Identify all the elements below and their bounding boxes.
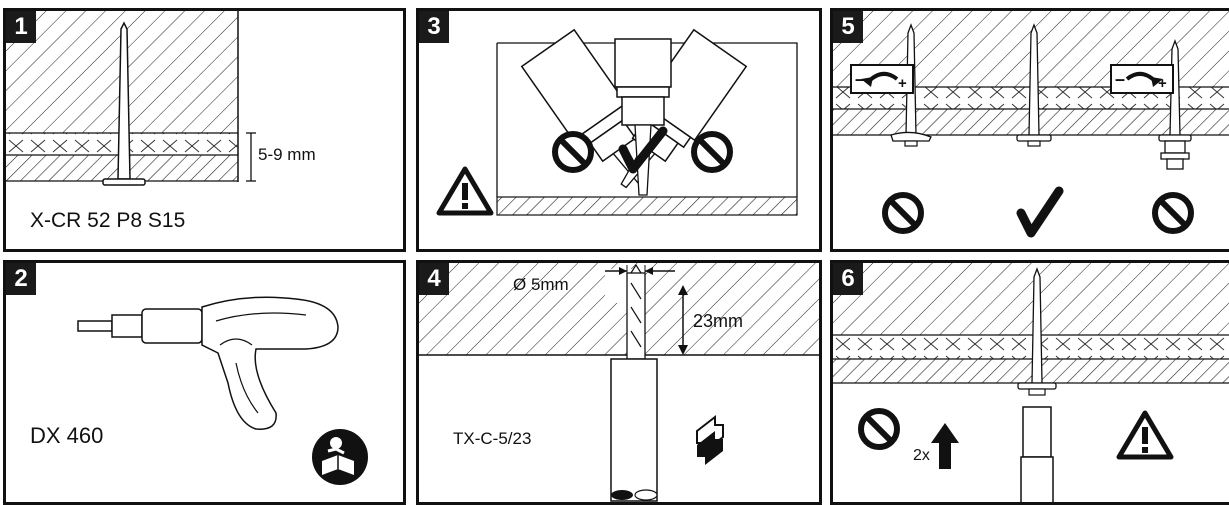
panel-1: 1 5-9 mm X-CR 52 P8 S15 [3,8,406,252]
nail-cross-section-diagram [6,11,256,186]
plus-sign: + [898,75,907,92]
base-material [496,196,798,216]
step-number: 2 [6,263,36,295]
panel-3: 3 [416,8,822,252]
nail-washer [102,178,146,186]
step-number: 5 [833,11,863,43]
read-manual-icon [312,429,368,485]
depth-label: 23mm [693,311,744,331]
drill-diagram [419,263,819,502]
reinforcement-diagram [833,263,1229,502]
panel-2: 2 DX 460 [3,260,406,505]
rotate-arrow-icon [696,414,724,465]
plus-sign: + [1158,75,1167,92]
nail-shank [117,21,131,180]
tool-illustration [77,296,368,485]
tool-center-vertical [614,38,672,196]
checkmark-icon [1016,186,1064,238]
repeat-label: 2x [913,447,930,464]
prohibited-icon [882,192,924,234]
product-label: X-CR 52 P8 S15 [30,209,186,232]
angle-diagram [436,28,798,216]
step-number: 6 [833,263,863,295]
tool-label: DX 460 [30,423,104,448]
warning-triangle-icon [436,166,494,216]
power-adjust-box-right [1110,64,1174,94]
power-adjust-box-left [850,64,914,94]
warning-triangle-icon [1116,410,1174,460]
step-number: 3 [419,11,449,43]
step-number: 4 [419,263,449,295]
panel-5: 5 [830,8,1229,252]
thickness-label: 5-9 mm [258,145,316,164]
diameter-label: Ø 5mm [513,275,569,294]
prohibited-icon [552,131,594,173]
minus-sign: – [1115,69,1126,89]
step-number: 1 [6,11,36,43]
up-arrow-icon [931,423,959,469]
prohibited-icon [858,408,900,450]
drill-label: TX-C-5/23 [453,429,532,448]
checkmark-icon [618,126,668,174]
minus-sign: – [855,69,866,89]
nail-gun-tool [77,296,339,430]
prohibited-icon [691,131,733,173]
panel-4: 4 Ø 5mm 23mm TX-C-5/23 [416,260,822,505]
setting-diagram [833,11,1229,238]
panel-6: 6 2x [830,260,1229,505]
prohibited-icon [1152,192,1194,234]
